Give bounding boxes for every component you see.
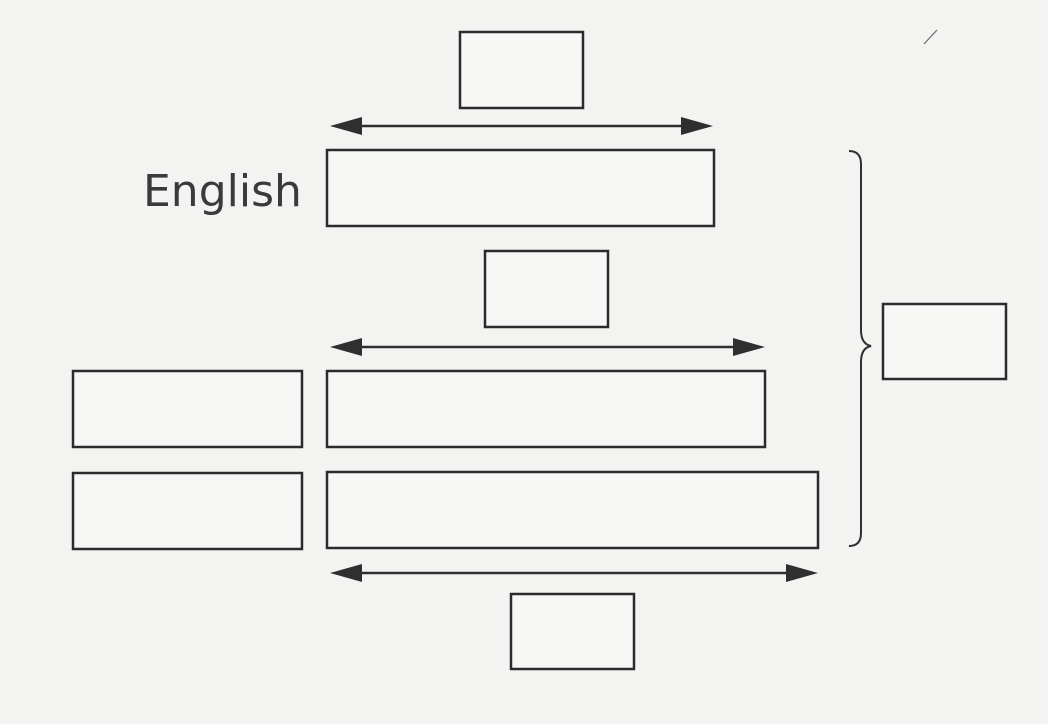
bottom-double-arrow [330, 564, 818, 582]
second-subject-label-box[interactable] [71, 369, 304, 449]
right-curly-brace [848, 150, 872, 547]
bottom-answer-box[interactable] [509, 592, 636, 671]
top-double-arrow [330, 117, 713, 135]
middle-answer-box[interactable] [483, 249, 610, 329]
third-subject-label-box[interactable] [71, 471, 304, 551]
top-answer-box[interactable] [458, 30, 585, 110]
second-subject-bar [325, 369, 767, 449]
middle-double-arrow [330, 338, 765, 356]
english-bar [325, 148, 716, 228]
english-label: English [143, 166, 302, 217]
pencil-mark [923, 29, 938, 45]
total-answer-box[interactable] [881, 302, 1008, 381]
third-subject-bar [325, 470, 820, 550]
